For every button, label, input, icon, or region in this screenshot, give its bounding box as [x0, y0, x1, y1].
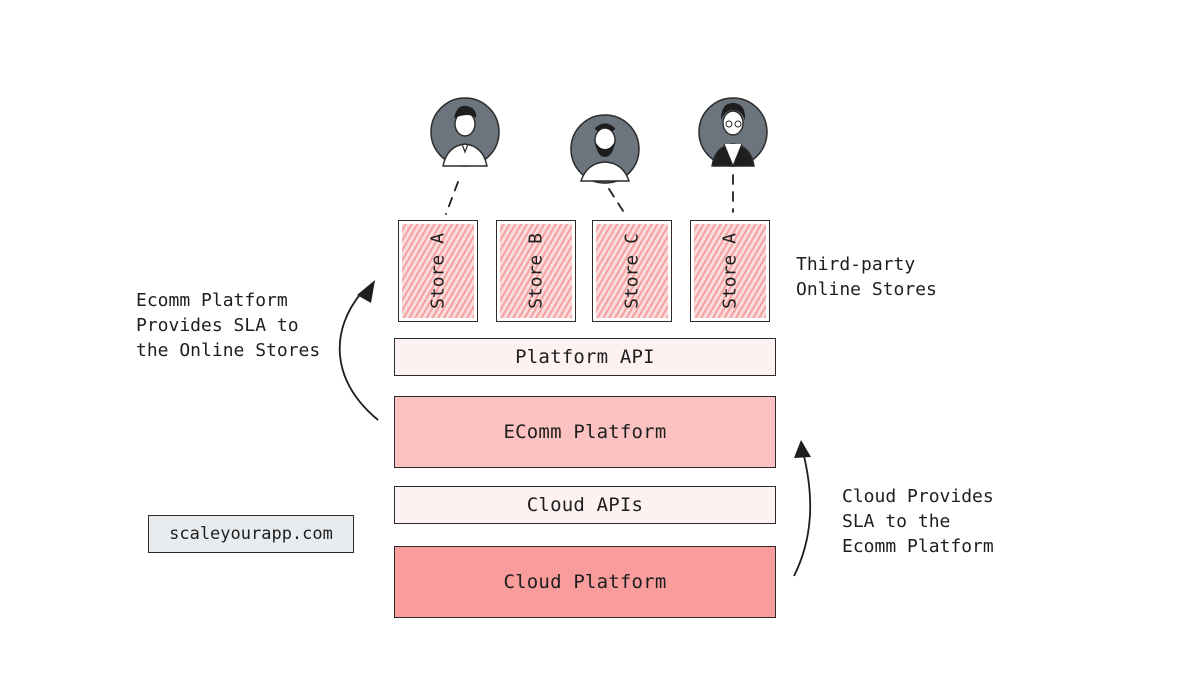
user-avatar-icon	[430, 97, 500, 167]
store-label: Store A	[427, 233, 449, 309]
store-label: Store B	[525, 233, 547, 309]
ecomm-sla-note: Ecomm Platform Provides SLA to the Onlin…	[136, 290, 321, 361]
arrow-up-right-icon	[793, 440, 812, 577]
store-box: Store B	[496, 220, 576, 322]
cloud-apis-label: Cloud APIs	[526, 494, 644, 516]
third-party-note: Third-party Online Stores	[796, 254, 937, 300]
platform-api-label: Platform API	[515, 346, 655, 368]
store-label: Store C	[621, 233, 643, 309]
cloud-platform-layer: Cloud Platform	[394, 546, 776, 618]
store-label: Store A	[719, 233, 741, 309]
platform-api-layer: Platform API	[394, 338, 776, 376]
cloud-sla-note: Cloud Provides SLA to the Ecomm Platform	[842, 486, 994, 557]
user-avatar-icon	[570, 114, 640, 184]
store-box: Store A	[690, 220, 770, 322]
cloud-platform-label: Cloud Platform	[503, 571, 667, 593]
brand-text: scaleyourapp.com	[169, 524, 333, 544]
brand-badge: scaleyourapp.com	[148, 515, 354, 553]
arrow-up-left-icon	[338, 280, 379, 421]
ecomm-platform-label: EComm Platform	[503, 421, 667, 443]
ecomm-platform-layer: EComm Platform	[394, 396, 776, 468]
cloud-apis-layer: Cloud APIs	[394, 486, 776, 524]
user-avatar-icon	[698, 97, 768, 168]
store-box: Store C	[592, 220, 672, 322]
store-box: Store A	[398, 220, 478, 322]
